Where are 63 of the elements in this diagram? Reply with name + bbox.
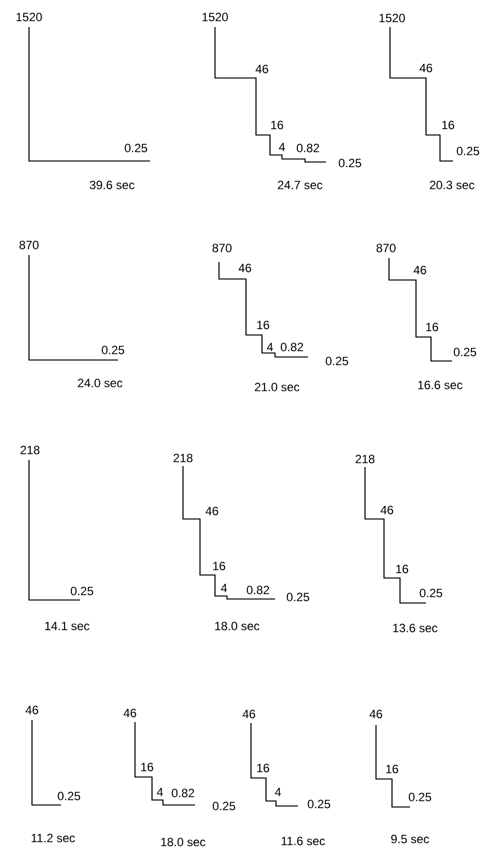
step-value: 16 [386,764,398,774]
step-value: 0.25 [102,346,124,354]
step-value: 0.82 [246,586,270,594]
step-value: 0.82 [280,342,304,352]
step-value: 870 [212,244,232,252]
step-value: 46 [414,266,426,274]
time-label: 39.6 sec [90,180,134,190]
step-value: 4 [156,788,163,796]
step-value: 4 [220,584,227,592]
step-value: 0.25 [308,800,330,808]
step-value: 0.25 [338,158,362,168]
step-value: 46 [206,506,218,516]
step-value: 218 [356,454,374,464]
step-value: 1520 [16,12,42,22]
step-value: 4 [278,142,285,152]
step-value: 16 [271,120,284,130]
time-label: 18.0 sec [215,622,260,630]
step-value: 0.25 [286,592,310,602]
time-label: 14.1 sec [45,622,90,630]
time-label: 18.0 sec [161,838,206,846]
step-value: 4 [266,342,273,352]
time-label: 24.0 sec [78,378,122,388]
step-value: 1520 [202,12,228,22]
step-value: 46 [238,264,252,272]
step-value: 16 [396,564,408,574]
time-label: 16.6 sec [418,380,462,390]
step-value: 1520 [380,14,405,22]
step-value: 16 [257,764,270,772]
step-value: 16 [257,320,270,330]
step-value: 0.82 [296,144,320,152]
time-label: 21.0 sec [254,382,300,392]
step-value: 218 [20,446,40,454]
time-label: 13.6 sec [393,624,438,632]
step-value: 46 [420,64,432,72]
step-value: 16 [442,120,454,130]
step-value: 218 [174,454,192,462]
step-value: 870 [20,240,39,250]
step-value: 0.25 [124,144,148,152]
step-value: 46 [242,710,256,718]
step-value: 46 [380,506,394,514]
time-label: 9.5 sec [391,834,430,844]
step-value: 870 [376,244,396,252]
step-value: 0.25 [408,792,432,802]
step-value: 0.25 [58,792,80,800]
step-value: 16 [426,322,438,332]
step-value: 46 [124,708,136,718]
step-value: 46 [256,64,268,74]
step-value: 0.25 [70,586,94,596]
time-label: 11.2 sec [32,834,75,842]
step-value: 16 [141,762,154,772]
step-value: 0.25 [212,802,236,810]
step-value: 0.25 [456,146,480,156]
step-value: 0.82 [172,788,194,798]
time-label: 24.7 sec [278,180,322,190]
step-value: 0.25 [454,348,476,356]
step-value: 0.25 [326,356,348,366]
step-value: 46 [26,706,38,714]
step-value: 0.25 [420,588,442,598]
step-value: 46 [370,710,382,718]
step-value: 16 [213,562,226,570]
step-value: 4 [274,788,281,796]
time-label: 20.3 sec [430,180,474,190]
time-label: 11.6 sec [282,836,325,846]
